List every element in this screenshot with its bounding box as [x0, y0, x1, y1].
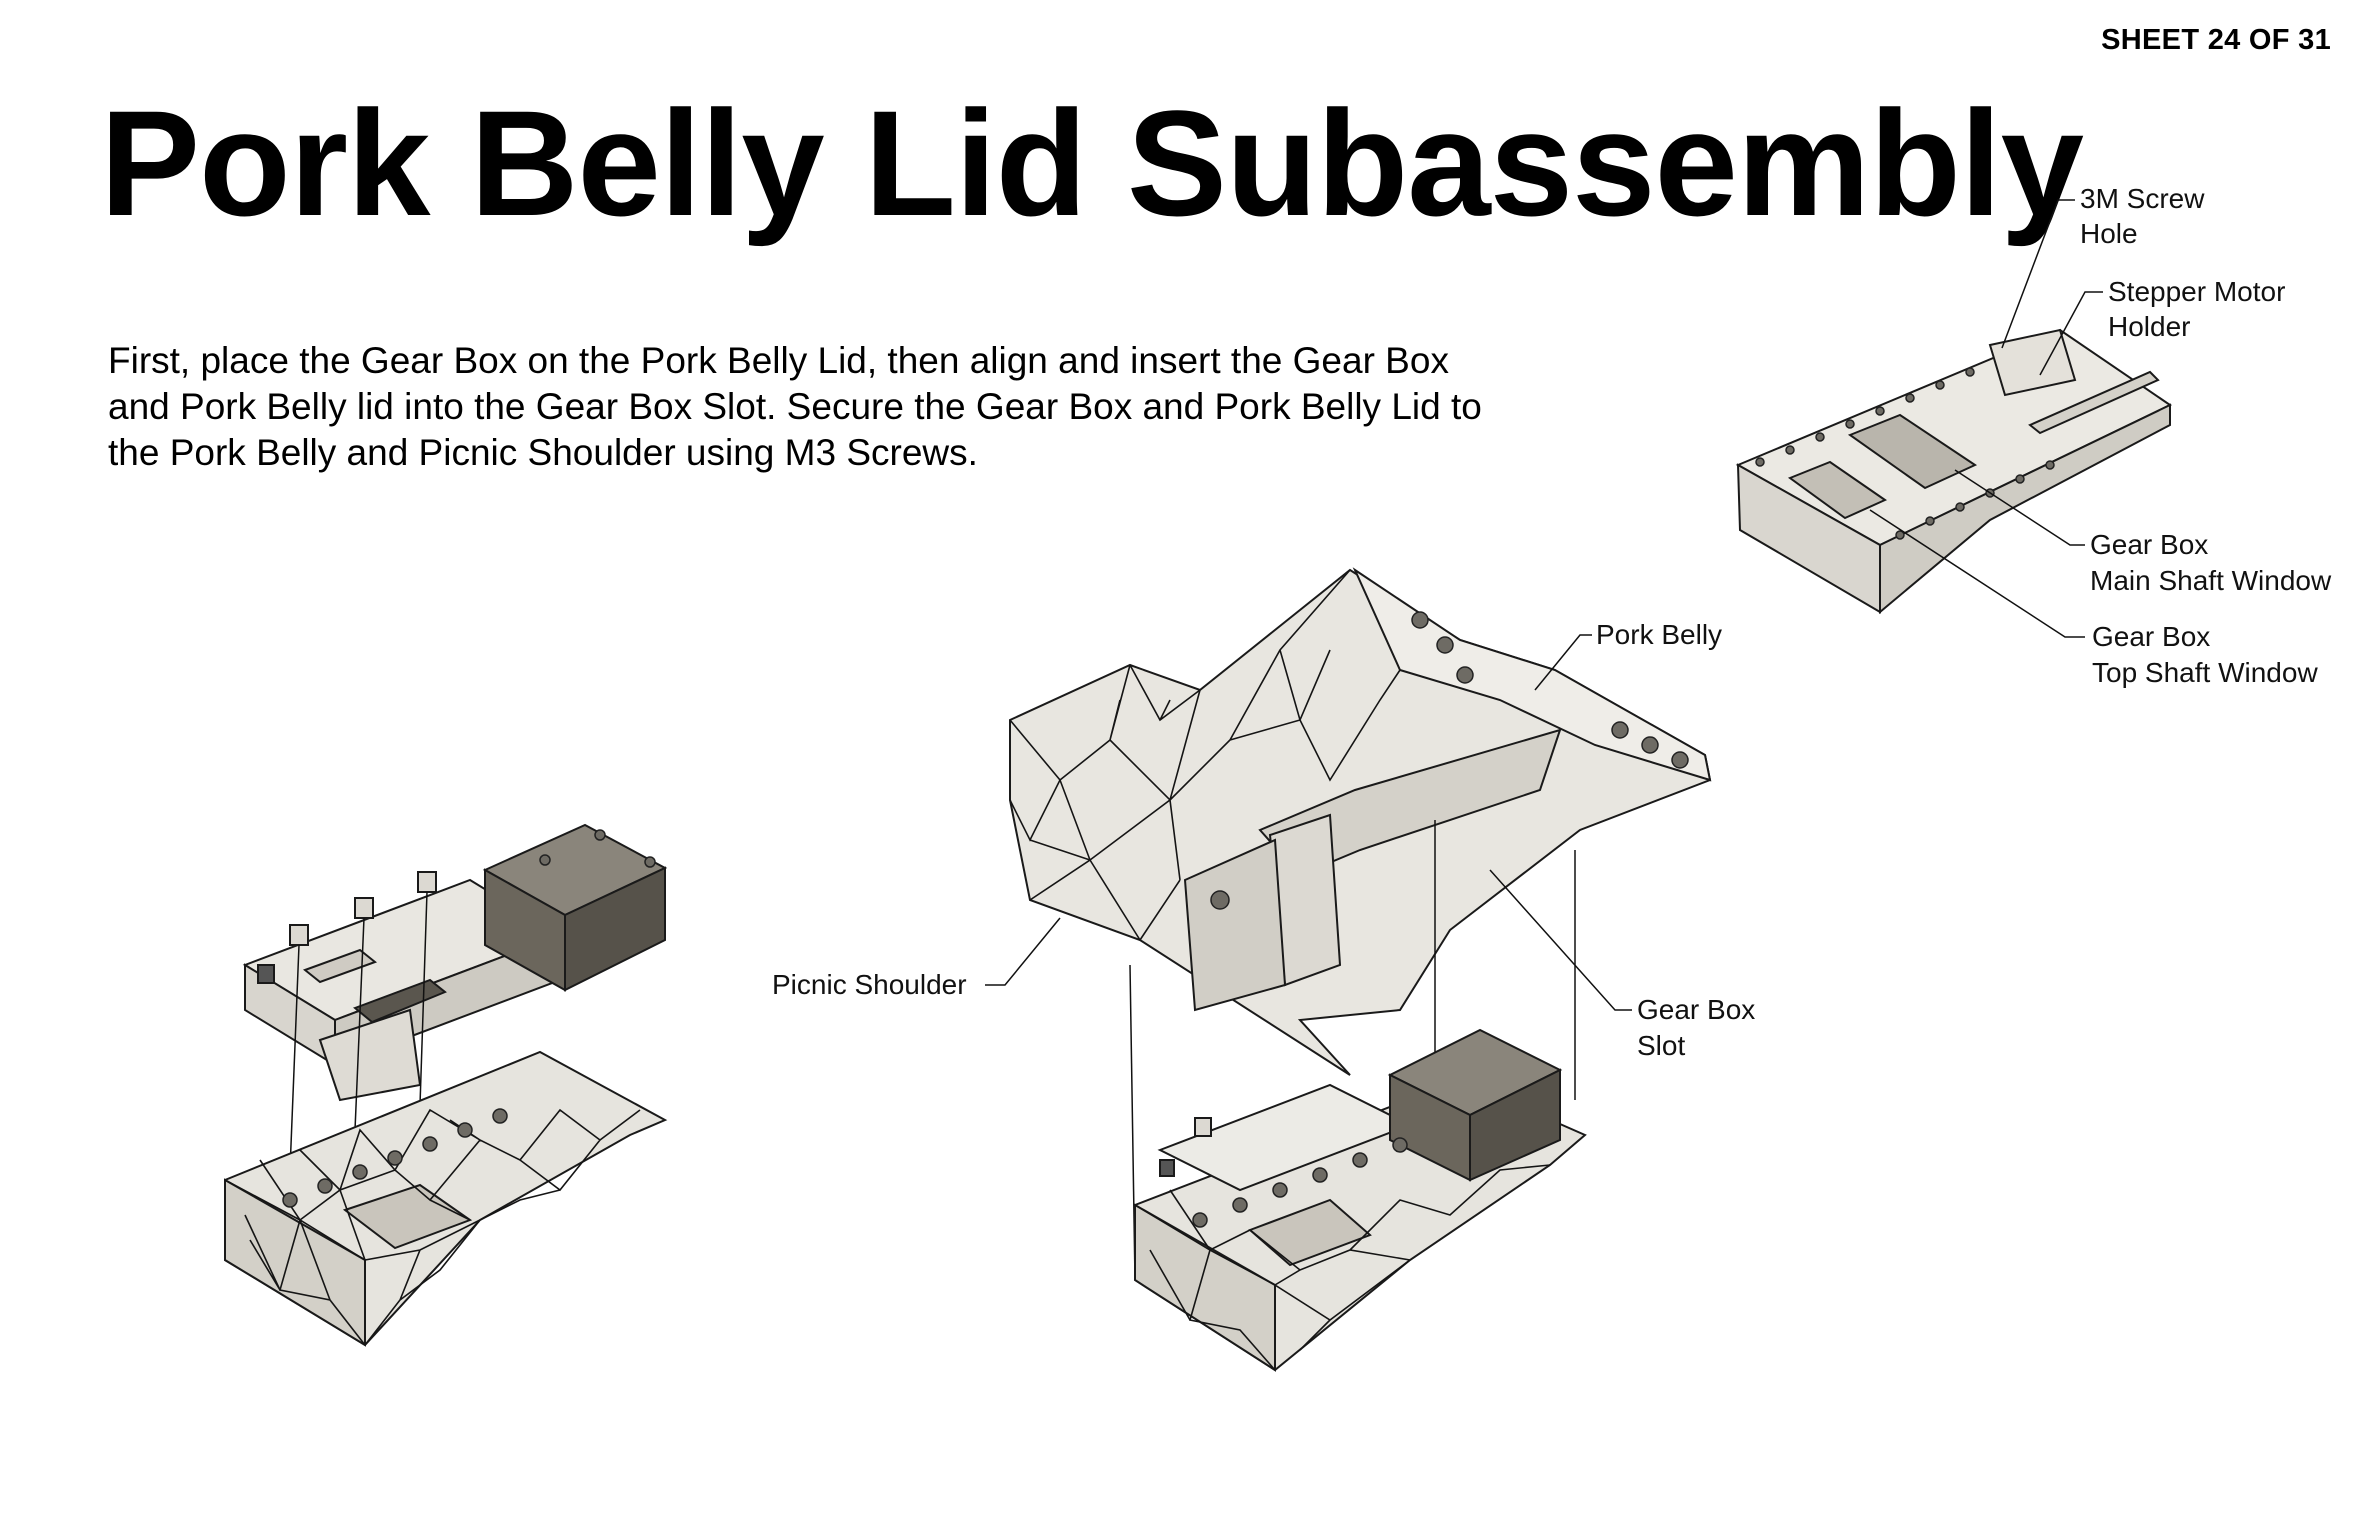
lid-rail [2028, 370, 2160, 435]
svg-text:Holder: Holder [2108, 311, 2190, 342]
svg-text:Slot: Slot [1637, 1030, 1685, 1061]
callout-pork-belly: Pork Belly [1534, 619, 1722, 691]
callout-stepper-holder: Stepper Motor Holder [2039, 276, 2285, 376]
callout-gear-box-slot: Gear Box Slot [1489, 869, 1755, 1061]
mesh-center [1009, 569, 1401, 941]
callout-top-shaft-window: Gear Box Top Shaft Window [1869, 509, 2318, 688]
callout-picnic-shoulder: Picnic Shoulder [772, 917, 1061, 1000]
top-shaft-window [1787, 460, 1888, 520]
pork-belly-lid-detail [1735, 328, 2172, 615]
svg-text:Picnic Shoulder: Picnic Shoulder [772, 969, 967, 1000]
callout-main-shaft-window: Gear Box Main Shaft Window [1954, 469, 2332, 596]
page-title: Pork Belly Lid Subassembly [100, 79, 2084, 247]
lid-screw-holes [1755, 367, 2055, 540]
gearbox-exploded-view [224, 823, 668, 1347]
instructions-text: First, place the Gear Box on the Pork Be… [108, 340, 1482, 473]
svg-text:Pork Belly: Pork Belly [1596, 619, 1722, 650]
svg-text:Gear Box: Gear Box [2090, 529, 2208, 560]
svg-text:Stepper Motor: Stepper Motor [2108, 276, 2285, 307]
main-shaft-window [1847, 413, 1978, 490]
svg-text:3M Screw: 3M Screw [2080, 183, 2205, 214]
svg-text:Top Shaft Window: Top Shaft Window [2092, 657, 2318, 688]
mesh-left [224, 1108, 641, 1346]
callout-screw-hole: 3M Screw Hole [2001, 183, 2205, 349]
lower-holes [1159, 1117, 1408, 1228]
stepper-motor [482, 823, 668, 992]
mesh-lower [1134, 1164, 1551, 1371]
lid-left-holes [282, 1108, 508, 1208]
center-holes [1210, 611, 1689, 910]
svg-text:Hole: Hole [2080, 218, 2138, 249]
svg-text:Gear Box: Gear Box [1637, 994, 1755, 1025]
sheet-number: SHEET 24 OF 31 [2101, 24, 2331, 56]
main-assembly [1009, 567, 1712, 1372]
stepper-motor-holder [1988, 328, 2077, 397]
svg-text:Gear Box: Gear Box [2092, 621, 2210, 652]
svg-text:Main Shaft Window: Main Shaft Window [2090, 565, 2332, 596]
lid-side-face [1879, 403, 2171, 615]
